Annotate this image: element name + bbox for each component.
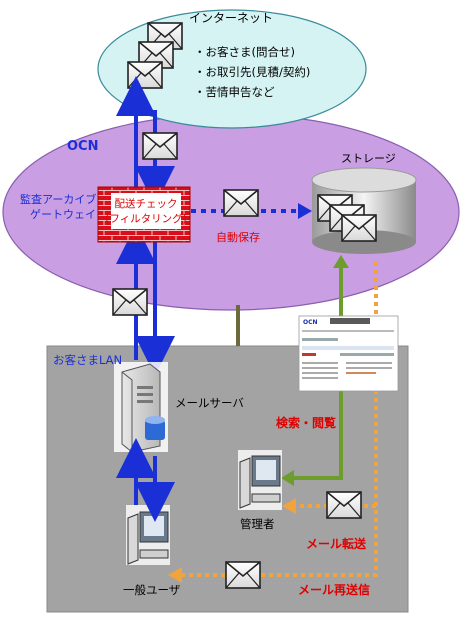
search-browse-label: 検索・閲覧 — [276, 415, 336, 430]
user-pc-icon — [126, 505, 170, 565]
resend-envelope-icon — [225, 561, 261, 589]
mail-envelope-icon — [112, 288, 148, 316]
admin-label: 管理者 — [240, 517, 275, 531]
mail-server-label: メールサーバ — [175, 396, 244, 410]
mail-resend-label: メール再送信 — [298, 582, 370, 597]
internet-item: ・お取引先(見積/契約) — [194, 65, 310, 79]
filter-box-inner — [111, 193, 181, 229]
mail-forward-label: メール転送 — [306, 536, 367, 551]
internet-item: ・苦情申告など — [194, 85, 275, 99]
internet-title: インターネット — [189, 11, 273, 25]
user-label: 一般ユーザ — [123, 583, 180, 597]
screenshot-logo: OCN — [303, 319, 318, 326]
filter-label-line1: 配送チェック — [115, 197, 178, 210]
archive-web-screenshot: OCN — [298, 315, 399, 392]
gateway-label-line1: 監査アーカイブ — [20, 192, 96, 206]
filter-label-line2: (フィルタリング) — [105, 212, 186, 225]
internet-item: ・お客さま(問合せ) — [194, 45, 295, 59]
admin-pc-icon — [238, 450, 282, 510]
search-arrow-head-up — [333, 255, 349, 268]
search-arrow-head-left — [281, 470, 294, 486]
resend-arrow-head — [168, 567, 182, 583]
auto-save-label: 自動保存 — [216, 230, 260, 244]
gateway-label-line2: ゲートウェイ — [30, 208, 96, 221]
mail-server-icon — [114, 362, 168, 453]
forward-arrow-head — [282, 498, 296, 514]
storage-icon — [311, 167, 417, 254]
storage-label: ストレージ — [341, 152, 396, 165]
auto-save-arrowhead — [298, 203, 312, 219]
archive-envelope-icon — [223, 189, 259, 217]
forward-envelope-icon — [326, 491, 362, 519]
customer-lan-label: お客さまLAN — [53, 353, 122, 367]
mail-envelope-icon — [142, 132, 178, 160]
ocn-label: OCN — [67, 139, 98, 154]
